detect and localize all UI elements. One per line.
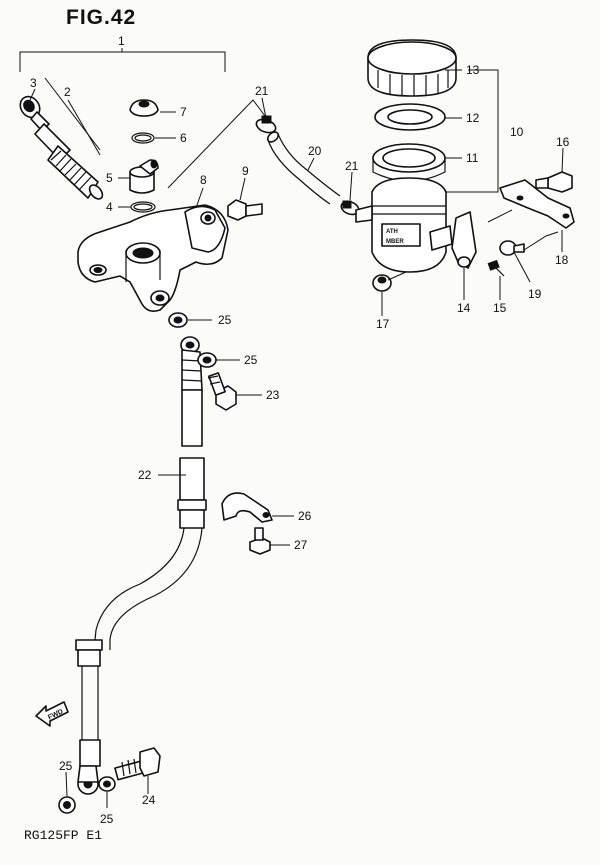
bolt-part-19 bbox=[499, 240, 525, 256]
brake-hose-part-22 bbox=[75, 389, 207, 795]
diaphragm-part-11 bbox=[372, 143, 446, 182]
callout-2-piston-set: 2 bbox=[64, 85, 71, 99]
master-cylinder-body bbox=[77, 204, 229, 312]
callout-25-washer-a: 25 bbox=[218, 313, 232, 327]
callout-8-holder: 8 bbox=[200, 173, 207, 187]
connector-part-5 bbox=[129, 159, 159, 194]
piston-boot-part bbox=[19, 95, 104, 200]
bracket-group-1 bbox=[19, 48, 226, 151]
damper-part-17 bbox=[372, 274, 392, 292]
callout-10-reservoir-assy: 10 bbox=[510, 125, 524, 139]
callout-19-bolt: 19 bbox=[528, 287, 542, 301]
callout-25-washer-b: 25 bbox=[244, 353, 258, 367]
washer-part-25-d bbox=[98, 776, 116, 792]
callout-7-cap: 7 bbox=[180, 105, 187, 119]
washer-part-25-c bbox=[58, 796, 76, 814]
diaphragm-plate-part-12 bbox=[374, 103, 446, 131]
callout-1-master-cylinder-assy: 1 bbox=[118, 34, 125, 48]
callout-26-hose-clamp: 26 bbox=[298, 509, 312, 523]
callout-9-bolt: 9 bbox=[242, 164, 249, 178]
callout-21-clamp-upper: 21 bbox=[255, 84, 269, 98]
reservoir-body: ATH MBER bbox=[355, 177, 453, 273]
fwd-arrow-icon: FWD bbox=[35, 701, 69, 727]
bracket-part-14 bbox=[451, 211, 477, 269]
reservoir-cap-part-13 bbox=[367, 39, 457, 97]
callout-22-brake-hose: 22 bbox=[138, 468, 152, 482]
washer-part-25-a bbox=[168, 312, 188, 328]
bracket-part-18 bbox=[499, 179, 575, 229]
callout-11-reservoir: 11 bbox=[466, 151, 479, 165]
callout-25-washer-d: 25 bbox=[100, 812, 114, 826]
cap-part-7 bbox=[129, 99, 159, 117]
figure-title: FIG.42 bbox=[66, 6, 137, 29]
washer-part-25-b bbox=[197, 352, 217, 368]
callout-14-bracket: 14 bbox=[457, 301, 471, 315]
callout-24-union-bolt-lower: 24 bbox=[142, 793, 156, 807]
callout-25-washer-c: 25 bbox=[59, 759, 73, 773]
reservoir-label-line1: ATH bbox=[386, 229, 398, 235]
callout-23-union-bolt: 23 bbox=[266, 388, 280, 402]
callout-5-connector: 5 bbox=[106, 171, 113, 185]
screw-part-15 bbox=[487, 259, 505, 277]
callout-3-boot: 3 bbox=[30, 76, 37, 90]
model-code: RG125FP E1 bbox=[24, 828, 103, 843]
callout-12-diaphragm-plate: 12 bbox=[466, 111, 480, 125]
callout-6-circlip: 6 bbox=[180, 131, 187, 145]
callout-20-hose: 20 bbox=[308, 144, 322, 158]
hose-clamp-part-26 bbox=[221, 492, 273, 523]
callout-labels: 1 2 3 4 5 6 7 8 9 10 11 12 13 14 15 16 1… bbox=[30, 34, 570, 826]
callout-17-damper: 17 bbox=[376, 317, 390, 331]
callout-27-screw: 27 bbox=[294, 538, 308, 552]
circlip-part-6 bbox=[131, 132, 155, 144]
callout-16-bolt: 16 bbox=[556, 135, 570, 149]
callout-18-bracket: 18 bbox=[555, 253, 569, 267]
bolt-part-9 bbox=[227, 199, 263, 221]
reservoir-hose-part-20 bbox=[266, 131, 341, 205]
reservoir-label-line2: MBER bbox=[386, 239, 404, 245]
callout-4-o-ring: 4 bbox=[106, 200, 113, 214]
hose-banjo-upper bbox=[180, 336, 203, 391]
bolt-part-16 bbox=[535, 171, 573, 193]
callout-21-clamp-lower: 21 bbox=[345, 159, 359, 173]
screw-part-27 bbox=[249, 527, 271, 555]
clamp-part-21-upper bbox=[255, 115, 277, 134]
callout-15-screw: 15 bbox=[493, 301, 507, 315]
callout-13-reservoir-cap: 13 bbox=[466, 63, 480, 77]
union-bolt-part-23 bbox=[207, 372, 237, 411]
union-bolt-part-24 bbox=[114, 747, 161, 781]
leader-lines bbox=[29, 88, 564, 808]
o-ring-part-4 bbox=[130, 201, 156, 213]
